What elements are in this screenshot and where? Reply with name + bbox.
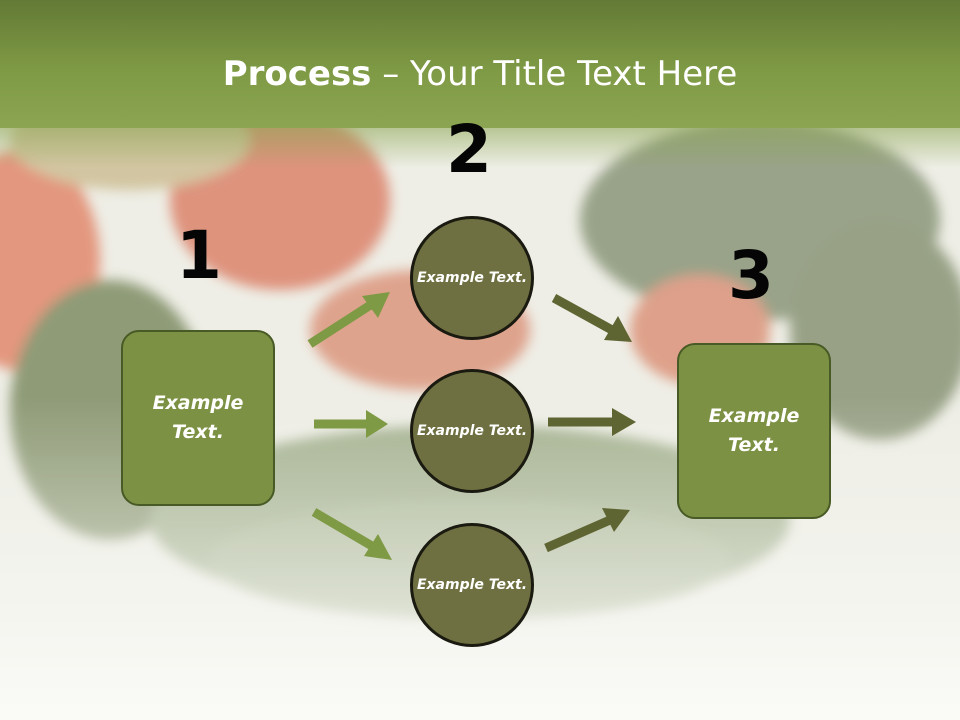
- left-arrow-up: [307, 292, 390, 348]
- slide-title: Process – Your Title Text Here: [0, 50, 960, 98]
- left-arrow-middle: [314, 410, 388, 438]
- title-rest: – Your Title Text Here: [371, 54, 738, 94]
- circle-bottom: Example Text.: [410, 523, 534, 647]
- step-number-2: 2: [446, 111, 492, 188]
- left-arrow-down: [311, 508, 392, 560]
- header-fade: [0, 128, 960, 168]
- header-band: [0, 0, 960, 128]
- right-arrow-up: [544, 508, 630, 553]
- end-box: Example Text.: [677, 343, 831, 519]
- step-number-1: 1: [176, 217, 222, 294]
- right-arrow-down: [551, 294, 632, 342]
- title-bold: Process: [222, 54, 372, 94]
- circle-middle: Example Text.: [410, 369, 534, 493]
- start-box: Example Text.: [121, 330, 275, 506]
- circle-top: Example Text.: [410, 216, 534, 340]
- step-number-3: 3: [728, 237, 774, 314]
- right-arrow-middle: [548, 408, 636, 436]
